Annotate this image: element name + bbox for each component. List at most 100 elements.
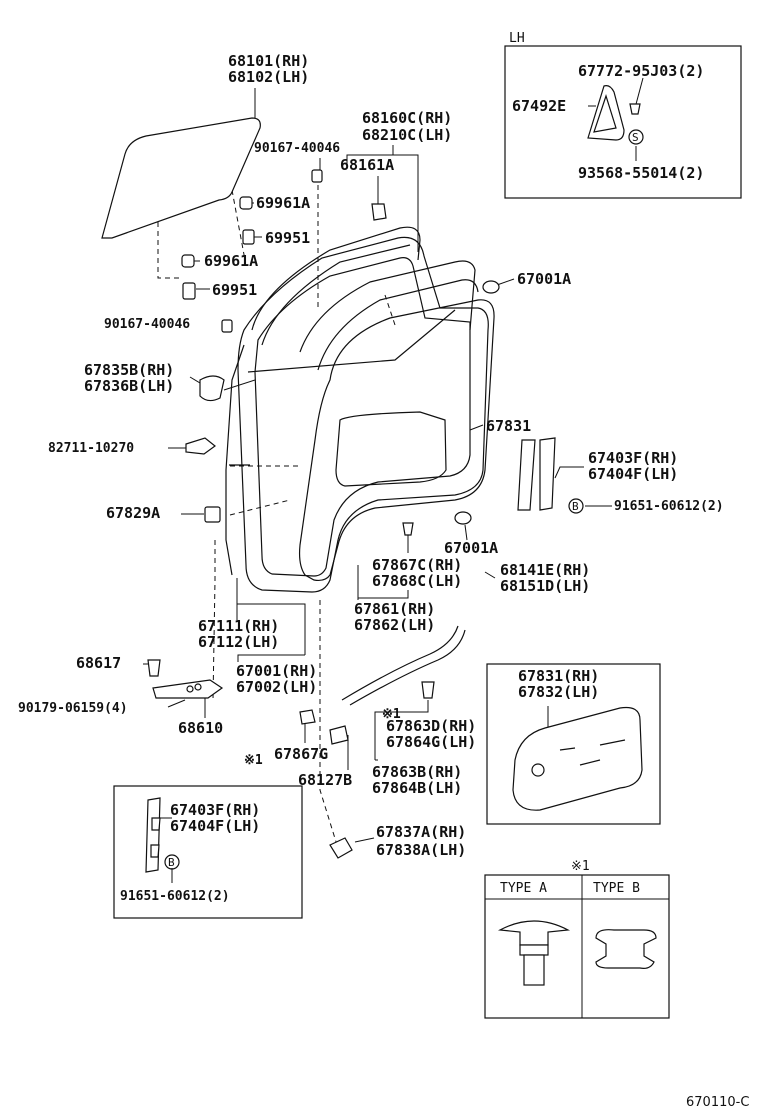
cover-67835b	[199, 375, 225, 402]
trim-panel	[512, 706, 643, 811]
clip-69961a-upper	[239, 196, 253, 210]
label-68151d: 68151D(LH)	[500, 577, 590, 595]
label-67001: 67001(RH)	[236, 662, 317, 680]
inset-label-91651: 91651-60612(2)	[120, 889, 230, 904]
clip-table-type-a: TYPE A	[500, 881, 547, 896]
clip-67863d	[421, 681, 435, 699]
label-69951-lower: 69951	[212, 281, 257, 299]
screw-90167-upper	[311, 169, 323, 183]
label-67403f: 67403F(RH)	[588, 449, 678, 467]
label-67404f: 67404F(LH)	[588, 465, 678, 483]
label-68617: 68617	[76, 654, 121, 672]
label-67864b: 67864B(LH)	[372, 779, 462, 797]
door-shell	[225, 236, 489, 593]
label-67835b: 67835B(RH)	[84, 361, 174, 379]
clip-type-a-icon	[497, 920, 571, 946]
svg-text:B: B	[168, 856, 175, 869]
label-69961a-lower: 69961A	[204, 252, 258, 270]
leader-lines	[143, 77, 644, 883]
label-68127b: 68127B	[298, 771, 352, 789]
label-67862: 67862(LH)	[354, 616, 435, 634]
part-82711	[185, 437, 216, 455]
label-67831: 67831	[486, 417, 531, 435]
clip-67867g	[299, 709, 316, 725]
bottom-left-inset: 67403F(RH) 67404F(LH) B 91651-60612(2)	[113, 785, 303, 919]
label-68141e: 68141E(RH)	[500, 561, 590, 579]
label-68160c: 68160C(RH)	[362, 109, 452, 127]
seal-68127b	[329, 725, 349, 745]
label-68102: 68102(LH)	[228, 68, 309, 86]
label-67836b: 67836B(LH)	[84, 377, 174, 395]
label-67492e: 67492E	[512, 97, 566, 115]
label-67829a: 67829A	[106, 504, 160, 522]
inset-label-67403f: 67403F(RH)	[170, 801, 260, 819]
clip-type-table: ※1 TYPE A TYPE B	[484, 859, 670, 1019]
label-90167-upper: 90167-40046	[254, 141, 340, 156]
garnish-67492e	[587, 85, 625, 141]
note-1-marker-b: ※1	[244, 753, 263, 768]
cover-67837a	[329, 837, 353, 859]
label-67861: 67861(RH)	[354, 600, 435, 618]
clip-69961a-lower	[181, 254, 195, 268]
clip-type-b-icon	[595, 929, 657, 969]
clip-67867c	[402, 522, 414, 536]
label-67867c: 67867C(RH)	[372, 556, 462, 574]
label-68610: 68610	[178, 719, 223, 737]
label-91651: 91651-60612(2)	[614, 499, 724, 514]
clip-table-type-b: TYPE B	[593, 881, 640, 896]
svg-text:B: B	[572, 500, 579, 513]
label-67001a-upper: 67001A	[517, 270, 571, 288]
label-90179: 90179-06159(4)	[18, 701, 128, 716]
label-69951-upper: 69951	[265, 229, 310, 247]
label-68210c: 68210C(LH)	[362, 126, 452, 144]
label-93568: 93568-55014(2)	[578, 164, 704, 182]
label-67831-rh: 67831(RH)	[518, 667, 599, 685]
label-67112: 67112(LH)	[198, 633, 279, 651]
bracket-68161a	[371, 203, 387, 221]
label-67837a: 67837A(RH)	[376, 823, 466, 841]
part-labels: 68101(RH) 68102(LH) 68160C(RH) 68210C(LH…	[18, 52, 724, 859]
door-glass	[101, 117, 261, 239]
label-67868c: 67868C(LH)	[372, 572, 462, 590]
label-67864g: 67864G(LH)	[386, 733, 476, 751]
label-67867g: 67867G	[274, 745, 328, 763]
run-channel-67403f	[517, 437, 556, 511]
label-90167-lower: 90167-40046	[104, 317, 190, 332]
inset-label-67404f: 67404F(LH)	[170, 817, 260, 835]
label-69961a-upper: 69961A	[256, 194, 310, 212]
label-67832-lh: 67832(LH)	[518, 683, 599, 701]
clip-67772	[629, 103, 641, 115]
label-67772: 67772-95J03(2)	[578, 62, 704, 80]
door-weatherstrip	[298, 299, 495, 582]
label-82711: 82711-10270	[48, 441, 134, 456]
marker-s	[628, 129, 644, 145]
label-68101: 68101(RH)	[228, 52, 309, 70]
label-68161a: 68161A	[340, 156, 394, 174]
trim-panel-box: 67831(RH) 67832(LH)	[486, 663, 661, 825]
clip-69951-lower	[182, 282, 196, 300]
cap-67829a	[204, 506, 221, 523]
inset-marker-b	[164, 854, 180, 870]
lh-inset: LH 67772-95J03(2) 67492E 93568-55014(2) …	[504, 31, 742, 199]
label-67863d: 67863D(RH)	[386, 717, 476, 735]
bolt-68617	[147, 659, 161, 677]
weatherstrip-67863b	[341, 625, 466, 706]
bumper-67001a-upper	[482, 280, 500, 294]
label-67838a: 67838A(LH)	[376, 841, 466, 859]
marker-b: B	[568, 498, 584, 514]
screw-90167-lower	[221, 319, 233, 333]
svg-text:S: S	[632, 131, 639, 144]
lh-inset-title: LH	[509, 31, 525, 46]
diagram-code: 670110-C	[686, 1095, 749, 1110]
window-frame-seals	[251, 226, 479, 371]
run-channel-inset	[145, 797, 161, 873]
label-67001a-lower: 67001A	[444, 539, 498, 557]
clip-table-note: ※1	[571, 859, 590, 874]
bumper-67001a-lower	[454, 511, 472, 525]
clip-69951-upper	[242, 229, 255, 245]
label-67002: 67002(LH)	[236, 678, 317, 696]
note-1-marker-a: ※1	[382, 707, 401, 722]
label-67111: 67111(RH)	[198, 617, 279, 635]
small-parts	[147, 169, 500, 859]
